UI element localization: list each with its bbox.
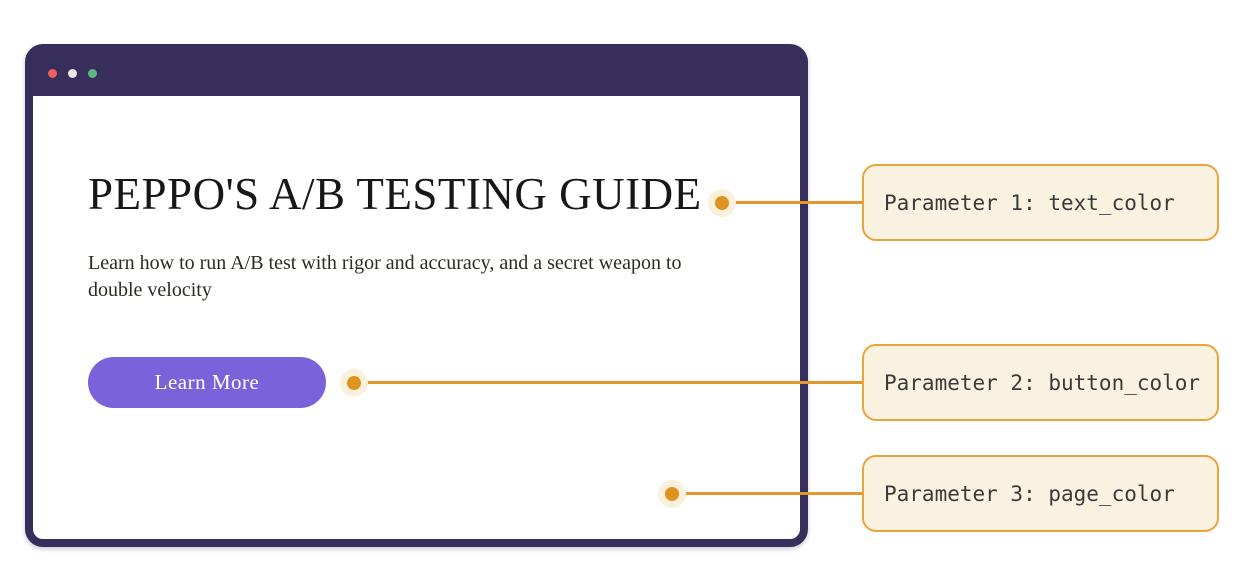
callout-page-color: Parameter 3: page_color [862, 455, 1219, 532]
connector-line-text-color [722, 201, 862, 204]
maximize-window-icon[interactable] [88, 69, 97, 78]
callout-button-color: Parameter 2: button_color [862, 344, 1219, 421]
callout-label: Parameter 1: text_color [884, 190, 1175, 215]
minimize-window-icon[interactable] [68, 69, 77, 78]
annotation-marker-button-color [340, 369, 368, 397]
dot-icon [347, 376, 361, 390]
annotation-marker-page-color [658, 480, 686, 508]
window-titlebar [32, 51, 801, 96]
close-window-icon[interactable] [48, 69, 57, 78]
callout-label: Parameter 3: page_color [884, 481, 1175, 506]
connector-line-button-color [354, 381, 862, 384]
browser-window: PEPPO'S A/B TESTING GUIDE Learn how to r… [25, 44, 808, 547]
dot-icon [665, 487, 679, 501]
dot-icon [715, 196, 729, 210]
page-content: PEPPO'S A/B TESTING GUIDE Learn how to r… [33, 97, 800, 539]
connector-line-page-color [672, 492, 862, 495]
callout-label: Parameter 2: button_color [884, 370, 1201, 395]
page-subtitle: Learn how to run A/B test with rigor and… [88, 252, 682, 301]
page-title: PEPPO'S A/B TESTING GUIDE [88, 169, 702, 219]
learn-more-button[interactable]: Learn More [88, 357, 326, 408]
callout-text-color: Parameter 1: text_color [862, 164, 1219, 241]
annotation-marker-text-color [708, 189, 736, 217]
